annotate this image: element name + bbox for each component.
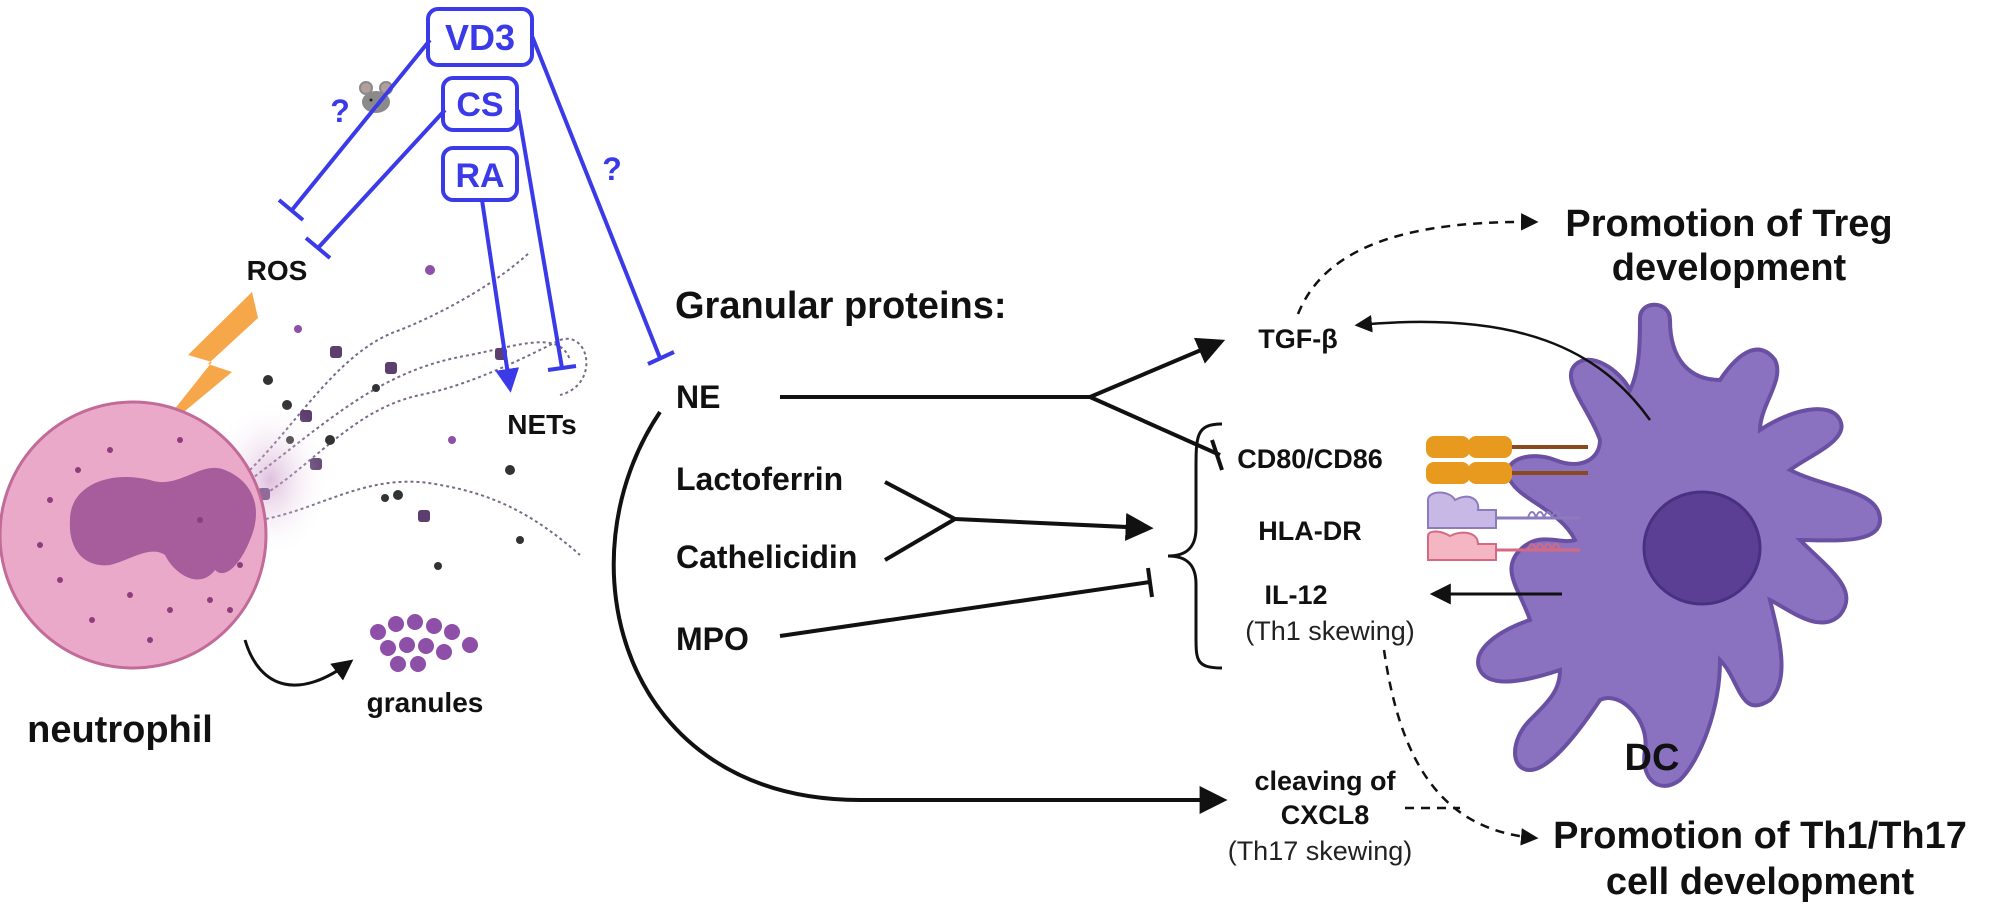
protein-cathelicidin: Cathelicidin [676,539,857,575]
neutrophil-cell [0,400,330,670]
cxcl8-line2: CXCL8 [1281,800,1370,830]
hla-dr-label: HLA-DR [1258,516,1361,546]
treg-outcome-line1: Promotion of Treg [1565,203,1892,245]
lightning-bolt-icon [150,292,258,440]
neutrophil-nucleus [69,467,256,580]
th-outcome-line1: Promotion of Th1/Th17 [1553,815,1967,857]
tgf-to-treg-dashed-arrow [1296,213,1539,315]
protein-connectors [611,337,1228,814]
il12-note: (Th1 skewing) [1245,616,1415,646]
dc-effects-brace [1167,422,1223,670]
ra-to-nets-arrow [480,199,520,393]
dc-to-tgf-arrow [1354,315,1652,421]
treg-outcome-line2: development [1612,247,1847,289]
dc-nucleus [1642,490,1762,606]
neutrophil-to-granules-arrow [243,639,354,687]
ra-label: RA [455,157,504,195]
cd80-cd86-label: CD80/CD86 [1237,444,1383,474]
il12-label: IL-12 [1264,580,1327,610]
regulator-inhibition-lines [277,35,675,372]
hla-dr-receptor-icon [1427,491,1580,561]
cxcl8-line1: cleaving of [1254,766,1396,796]
neutrophil-label: neutrophil [27,709,213,751]
cxcl8-note: (Th17 skewing) [1228,836,1413,866]
regulator-box-ra: RA [441,146,519,202]
vd3-label: VD3 [445,17,515,58]
granules-cluster [370,614,478,672]
question-mark-left: ? [330,93,350,129]
regulator-box-cs: CS [441,76,519,132]
protein-mpo: MPO [676,621,749,657]
cs-label: CS [456,86,503,124]
protein-lactoferrin: Lactoferrin [676,461,843,497]
granules-label: granules [367,687,484,718]
regulator-box-vd3: VD3 [426,7,534,67]
granular-proteins-heading: Granular proteins: [675,285,1007,327]
ros-label: ROS [247,255,308,286]
question-mark-right: ? [602,151,622,187]
nets-label: NETs [507,409,577,440]
tgf-beta-label: TGF-β [1258,324,1337,354]
dc-label: DC [1625,737,1680,779]
protein-ne: NE [676,379,720,415]
th-outcome-line2: cell development [1606,861,1915,903]
il12-to-th-dashed-arrow [1382,649,1539,846]
cd80-cd86-receptor-icon [1426,436,1588,484]
